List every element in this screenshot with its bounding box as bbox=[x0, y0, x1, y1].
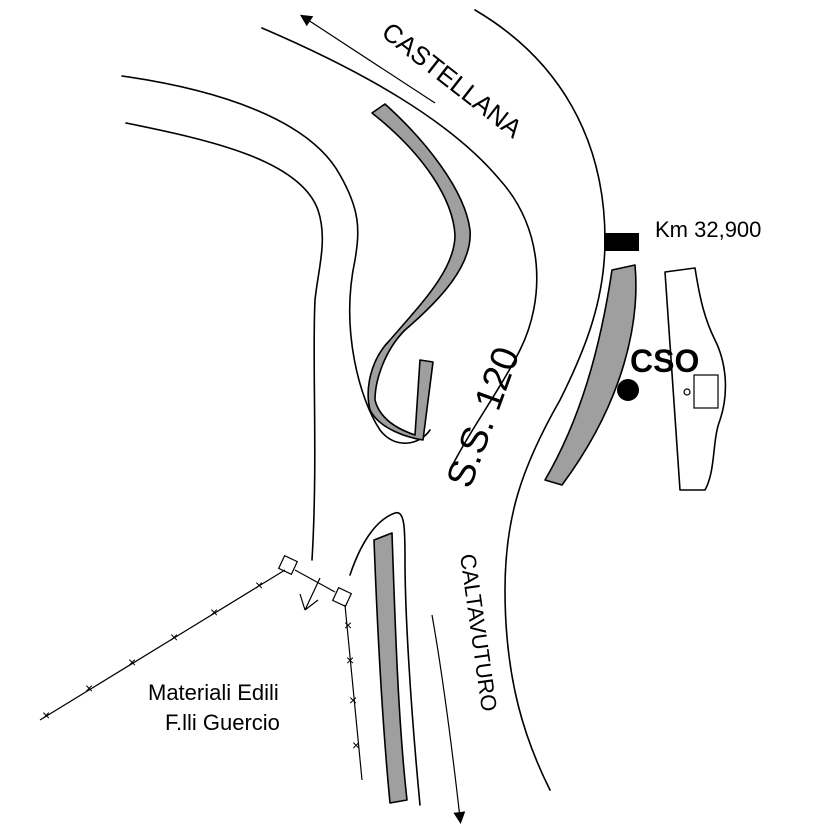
arrow-caltavuturo-icon bbox=[431, 614, 466, 824]
cso-building-inner bbox=[693, 374, 719, 409]
fence-mark-icon: × bbox=[349, 692, 357, 708]
cso-building-outline bbox=[664, 267, 727, 491]
fence-mark-icon: × bbox=[170, 629, 178, 645]
fence-west-icon bbox=[39, 569, 286, 721]
gate-bar-icon bbox=[294, 569, 336, 593]
fence-mark-icon: × bbox=[128, 654, 136, 670]
fence-mark-icon: × bbox=[85, 680, 93, 696]
fence-mark-icon: × bbox=[352, 737, 360, 753]
upper-median-island bbox=[367, 103, 471, 441]
arrow-business-icon bbox=[299, 577, 321, 611]
caltavuturo-label: CALTAVUTURO bbox=[455, 552, 502, 713]
main-road-west-edge bbox=[261, 27, 538, 471]
business-name-line1: Materiali Edili bbox=[148, 680, 279, 705]
km-marker-label: Km 32,900 bbox=[655, 217, 761, 242]
fence-mark-icon: × bbox=[210, 604, 218, 620]
fence-mark-icon: × bbox=[344, 617, 352, 633]
gate-post-right-icon bbox=[331, 586, 353, 608]
branch-road-outer-edge bbox=[121, 75, 431, 444]
branch-road-inner-edge bbox=[125, 122, 324, 561]
fence-south-icon bbox=[344, 604, 363, 781]
east-median-island bbox=[544, 264, 637, 486]
lower-island-outline bbox=[349, 512, 421, 806]
cso-building-dot bbox=[683, 388, 691, 396]
fence-mark-icon: × bbox=[255, 577, 263, 593]
fence-mark-icon: × bbox=[346, 652, 354, 668]
lower-median-island bbox=[373, 532, 408, 804]
cso-label: CSO bbox=[630, 343, 699, 379]
gate-post-left-icon bbox=[277, 554, 299, 576]
main-road-east-edge bbox=[474, 9, 606, 791]
fence-mark-icon: × bbox=[42, 707, 50, 723]
km-marker-icon bbox=[604, 233, 639, 251]
business-name-line2: F.lli Guercio bbox=[165, 710, 280, 735]
cso-location-icon bbox=[617, 379, 639, 401]
arrow-castellana-icon bbox=[299, 14, 436, 104]
road-name-label: S.S. 120 bbox=[439, 342, 528, 493]
